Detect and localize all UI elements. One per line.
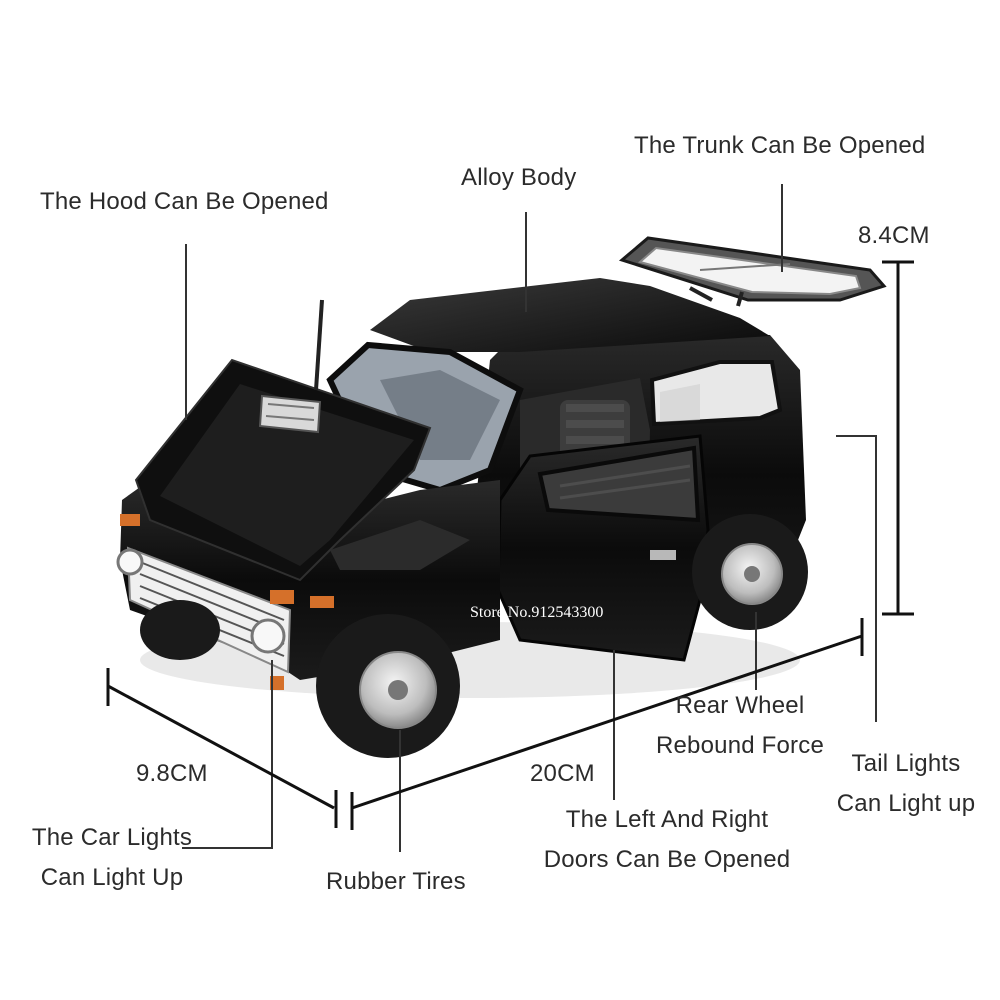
width-dimension-line [107, 684, 335, 810]
height-label: 8.4CM [858, 222, 930, 249]
tail-lights-leader [836, 435, 877, 722]
rear-wheel-label-line2: Rebound Force [655, 732, 825, 759]
car-lights-label-line1: The Car Lights [31, 824, 193, 851]
store-watermark: Store No.912543300 [470, 604, 604, 621]
tail-lights-label-line2: Can Light up [836, 790, 976, 817]
doors-label-line2: Doors Can Be Opened [543, 846, 791, 873]
doors-label-line1: The Left And Right [565, 806, 769, 833]
tail-lights-label: Tail Lights Can Light up [828, 744, 984, 824]
car-lights-label-line2: Can Light Up [40, 864, 184, 891]
length-label: 20CM [530, 760, 595, 787]
trunk-label: The Trunk Can Be Opened [634, 132, 926, 159]
doors-label: The Left And Right Doors Can Be Opened [532, 800, 802, 880]
rubber-tires-label: Rubber Tires [326, 868, 466, 895]
width-label: 9.8CM [136, 760, 208, 787]
length-dimension-line [351, 634, 863, 810]
car-lights-label: The Car Lights Can Light Up [22, 818, 202, 898]
open-door [496, 434, 710, 662]
car-lights-leader [182, 660, 273, 849]
open-trunk-lid [618, 236, 887, 307]
engine-bay [330, 520, 470, 570]
rear-wheel [692, 514, 808, 630]
car-model [116, 236, 887, 758]
rear-left-wheel [140, 600, 220, 660]
rear-wheel-label: Rear Wheel Rebound Force [646, 686, 834, 766]
rear-wheel-label-line1: Rear Wheel [675, 692, 805, 719]
tail-lights-label-line1: Tail Lights [851, 750, 961, 777]
annotation-lines [182, 184, 877, 852]
front-wheel [316, 614, 460, 758]
alloy-body-label: Alloy Body [461, 164, 577, 191]
car-roof [370, 278, 770, 352]
hood-label: The Hood Can Be Opened [40, 188, 329, 215]
open-hood [134, 299, 432, 582]
dimension-lines [106, 260, 914, 830]
